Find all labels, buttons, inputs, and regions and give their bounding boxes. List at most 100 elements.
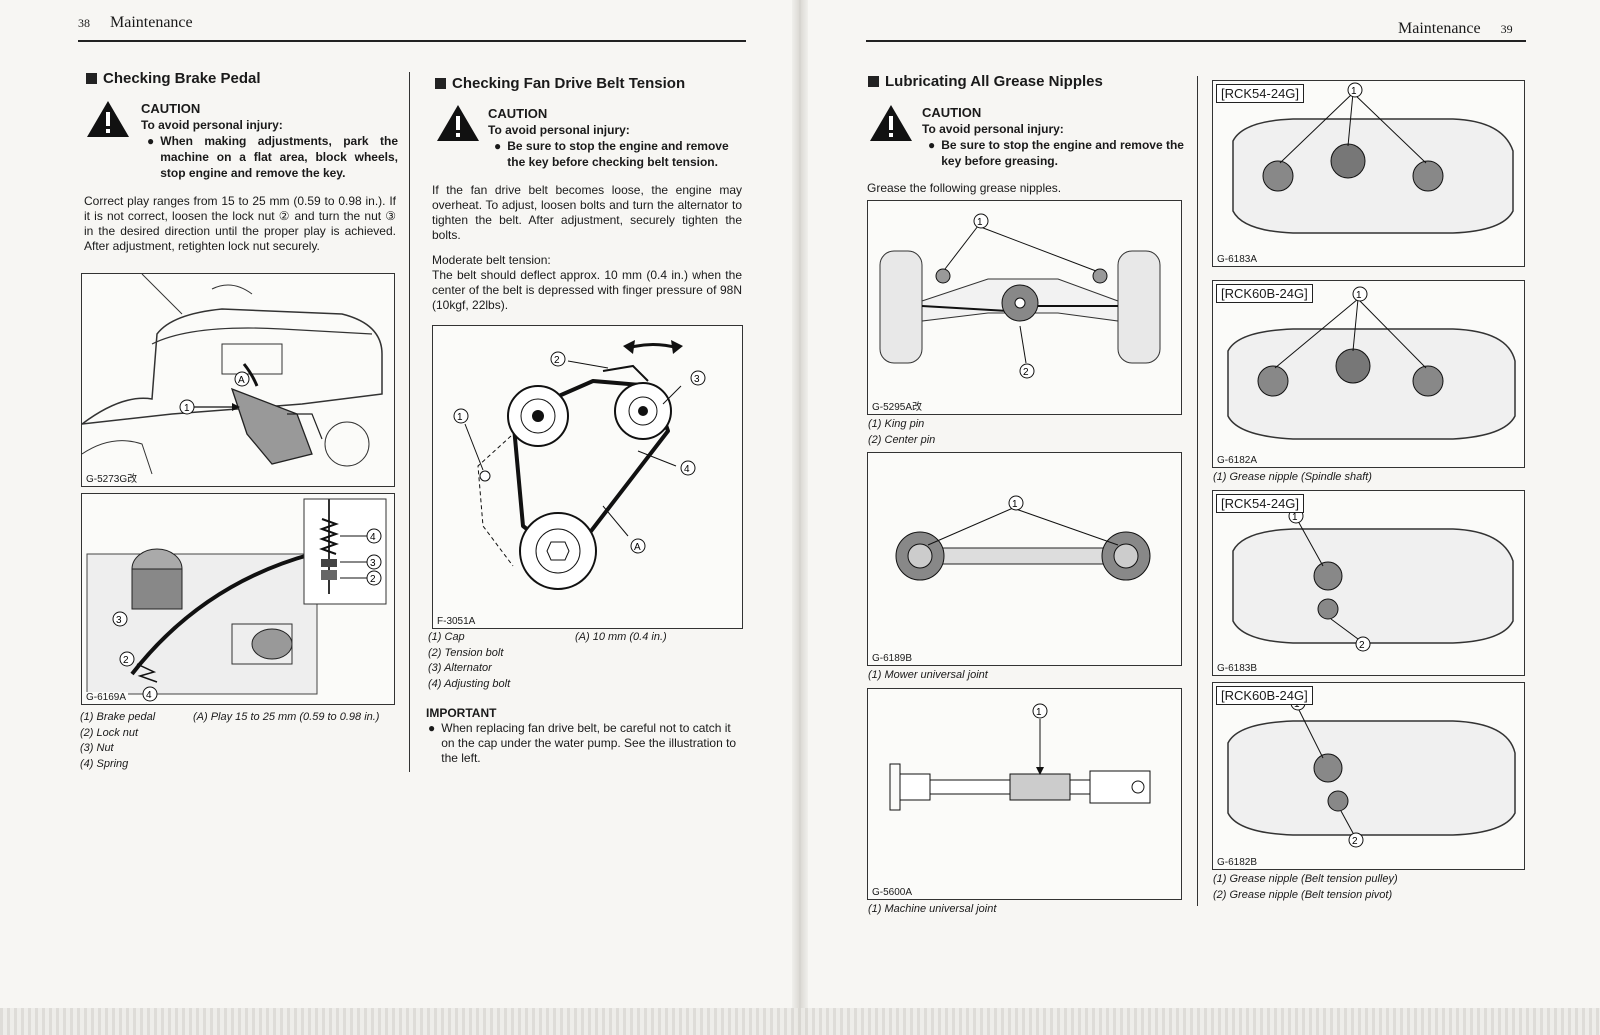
brake-title-text: Checking Brake Pedal [103, 70, 261, 87]
warning-triangle-icon [870, 105, 912, 141]
caption-center-pin: (2) Center pin [868, 433, 936, 446]
kingpin-captions: (1) King pin (2) Center pin [868, 417, 935, 448]
grease-section-title: Lubricating All Grease Nipples [868, 73, 1103, 90]
svg-text:3: 3 [116, 615, 122, 626]
caption-brake-4: (4) Spring [80, 757, 129, 770]
grease-title-text: Lubricating All Grease Nipples [885, 73, 1103, 90]
svg-text:4: 4 [146, 690, 152, 701]
svg-text:1: 1 [1036, 707, 1042, 718]
svg-text:2: 2 [370, 574, 376, 585]
svg-text:1: 1 [1356, 290, 1362, 301]
mower-deck-figure-2: 1 [RCK60B-24G] G-6182A [1212, 280, 1525, 468]
brake-caution: CAUTION To avoid personal injury: ●When … [141, 101, 398, 181]
callout-1: 1 [184, 403, 190, 414]
svg-text:2: 2 [1023, 367, 1029, 378]
kingpin-fig-code: G-5295A改 [870, 398, 925, 413]
caution-sub: To avoid personal injury: [488, 123, 630, 137]
machine-joint-captions: (1) Machine universal joint [868, 903, 997, 915]
mower-deck-figure-3: 1 2 [RCK54-24G] G-6183B [1212, 490, 1525, 676]
fan-title-text: Checking Fan Drive Belt Tension [452, 75, 686, 92]
fan-body: If the fan drive belt becomes loose, the… [432, 183, 742, 323]
caption-brake-3: (3) Nut [80, 742, 114, 754]
important-bullet: ●When replacing fan drive belt, be caref… [428, 721, 737, 765]
mower-fig-code-4: G-6182B [1215, 857, 1260, 868]
brake-captions: (1) Brake pedal (2) Lock nut (3) Nut (4)… [80, 710, 155, 772]
right-column-divider [1197, 76, 1198, 906]
page-gutter [792, 0, 808, 1035]
callout-a: A [238, 375, 245, 386]
warning-triangle-icon [437, 105, 479, 141]
caution-sub: To avoid personal injury: [922, 122, 1064, 136]
caption-fan-1: (1) Cap [428, 631, 465, 643]
machine-joint-fig-code: G-5600A [870, 887, 915, 898]
left-header-title: Maintenance [110, 14, 193, 31]
fan-body2: The belt should deflect approx. 10 mm (0… [432, 268, 742, 312]
caption-belt-tension-pulley: (1) Grease nipple (Belt tension pulley) [1213, 873, 1398, 885]
caution-heading: CAUTION [922, 105, 982, 120]
svg-text:2: 2 [1359, 640, 1365, 651]
svg-text:3: 3 [694, 374, 700, 385]
fan-belt-figure: 2 3 4 1 A F-3051A [432, 325, 743, 629]
left-page-number: 38 [78, 16, 90, 30]
fan-body1: If the fan drive belt becomes loose, the… [432, 183, 742, 242]
svg-text:2: 2 [554, 355, 560, 366]
caution-bullet: ●When making adjustments, park the machi… [147, 134, 398, 180]
fan-body2-heading: Moderate belt tension: [432, 253, 551, 267]
mower-deck-figure-4: 1 2 [RCK60B-24G] G-6182B [1212, 682, 1525, 870]
section-bullet-icon [435, 78, 446, 89]
caution-bullet: ●Be sure to stop the engine and remove t… [494, 139, 729, 169]
mower-joint-captions: (1) Mower universal joint [868, 669, 988, 681]
brake-body: Correct play ranges from 15 to 25 mm (0.… [84, 194, 396, 264]
left-page-header: 38 Maintenance [78, 14, 193, 32]
fan-section-title: Checking Fan Drive Belt Tension [435, 75, 685, 92]
caption-king-pin: (1) King pin [868, 418, 925, 430]
fan-important: IMPORTANT ●When replacing fan drive belt… [426, 706, 741, 766]
svg-text:2: 2 [1352, 836, 1358, 847]
svg-text:1: 1 [457, 412, 463, 423]
machine-joint-figure: 1 G-5600A [867, 688, 1182, 900]
left-column-divider [409, 72, 410, 772]
svg-text:4: 4 [684, 464, 690, 475]
mower-caption-top: (1) Grease nipple (Spindle shaft) [1213, 471, 1372, 483]
mower-captions-bottom: (1) Grease nipple (Belt tension pulley) … [1213, 872, 1398, 903]
section-bullet-icon [868, 76, 879, 87]
brake-linkage-figure: 4 3 2 2 3 4 G-6169A [81, 493, 395, 705]
mower-deck-figure-1: 1 [RCK54-24G] G-6183A [1212, 80, 1525, 267]
scan-edge [0, 1008, 1600, 1035]
svg-text:2: 2 [123, 655, 129, 666]
brake-body-text: Correct play ranges from 15 to 25 mm (0.… [84, 194, 396, 253]
mower-fig-code-1: G-6183A [1215, 254, 1260, 265]
caution-heading: CAUTION [488, 106, 548, 121]
section-bullet-icon [86, 73, 97, 84]
important-heading: IMPORTANT [426, 706, 497, 720]
caption-brake-1: (1) Brake pedal [80, 711, 156, 723]
mower-fig-code-3: G-6183B [1215, 663, 1260, 674]
svg-text:1: 1 [977, 217, 983, 228]
right-page-header: Maintenance 39 [1398, 20, 1513, 38]
kingpin-figure: 1 2 G-5295A改 [867, 200, 1182, 415]
mower-joint-fig-code: G-6189B [870, 653, 915, 664]
svg-text:1: 1 [1292, 512, 1298, 523]
brake-fig1-code: G-5273G改 [84, 470, 140, 485]
fan-fig-code: F-3051A [435, 616, 478, 627]
caption-fan-2: (2) Tension bolt [428, 646, 504, 659]
left-header-rule [78, 40, 746, 42]
caption-fan-4: (4) Adjusting bolt [428, 677, 511, 690]
mower-fig-code-2: G-6182A [1215, 455, 1260, 466]
fan-caution: CAUTION To avoid personal injury: ●Be su… [488, 106, 744, 170]
brake-caption-a: (A) Play 15 to 25 mm (0.59 to 0.98 in.) [193, 711, 380, 723]
mower-model-tag-4: [RCK60B-24G] [1216, 686, 1313, 705]
caption-fan-3: (3) Alternator [428, 662, 492, 674]
right-header-rule [866, 40, 1526, 42]
svg-text:3: 3 [370, 558, 376, 569]
fan-caption-a: (A) 10 mm (0.4 in.) [575, 631, 667, 643]
svg-text:4: 4 [370, 532, 376, 543]
svg-text:1: 1 [1351, 86, 1357, 97]
brake-pedal-figure: 1 A G-5273G改 [81, 273, 395, 487]
brake-section-title: Checking Brake Pedal [86, 70, 261, 87]
mower-model-tag-3: [RCK54-24G] [1216, 494, 1305, 513]
fan-captions: (1) Cap (2) Tension bolt (3) Alternator … [428, 630, 510, 692]
mower-model-tag-2: [RCK60B-24G] [1216, 284, 1313, 303]
mower-joint-figure: 1 G-6189B [867, 452, 1182, 666]
